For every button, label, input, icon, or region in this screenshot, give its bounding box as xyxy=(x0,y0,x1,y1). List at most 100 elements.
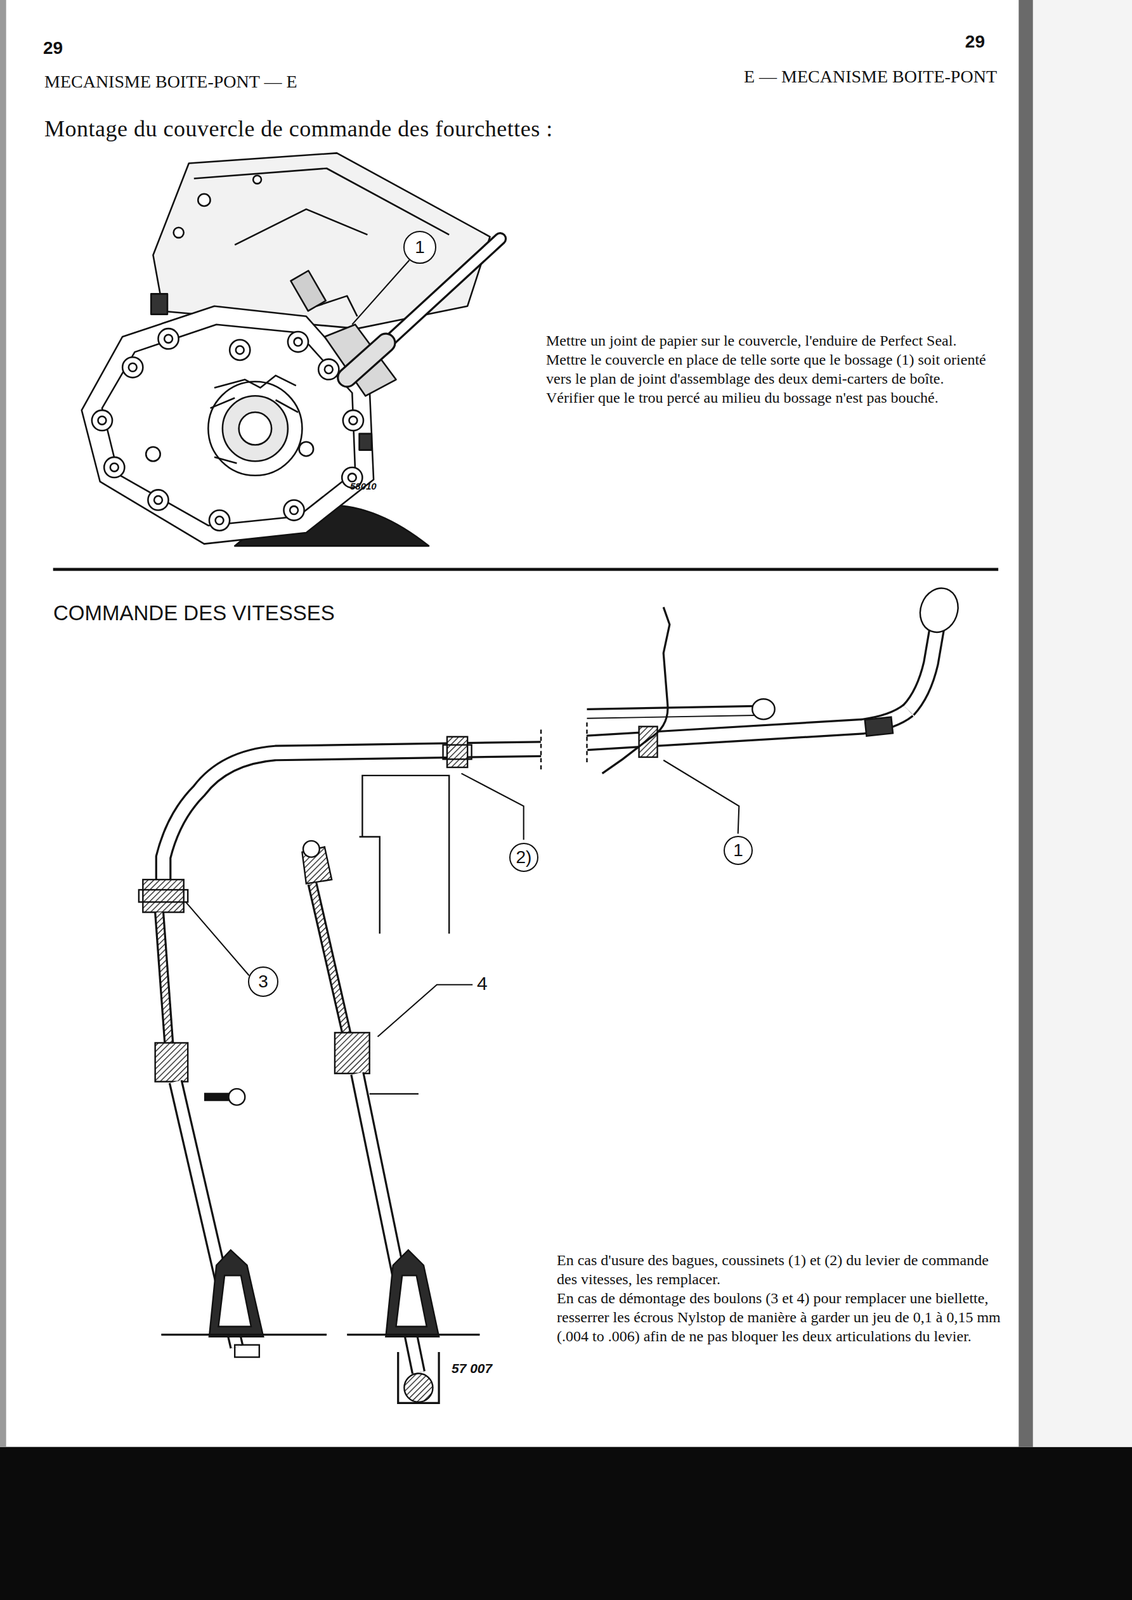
gearbox-drawing xyxy=(253,175,262,184)
callout-circle: 2) xyxy=(509,842,539,872)
gearbox-drawing xyxy=(215,516,224,525)
gearbox-drawing xyxy=(98,416,107,425)
gear-lever-tube xyxy=(908,627,938,711)
lever-parts xyxy=(312,883,348,1036)
shift-rod xyxy=(346,343,386,378)
lever-parts xyxy=(155,1042,189,1082)
shift-rod xyxy=(346,343,386,378)
callout-circle: 3 xyxy=(247,966,279,997)
lever-parts xyxy=(142,879,184,912)
callout-number: 2) xyxy=(516,848,533,867)
instruction-text: En cas de démontage des boulons (3 et 4)… xyxy=(556,1288,1009,1346)
running-header: MECANISME BOITE-PONT — E xyxy=(44,71,297,92)
gear-lever-tube xyxy=(586,710,909,743)
lever-parts xyxy=(752,698,775,720)
lever-parts xyxy=(234,1345,260,1358)
gear-lever-tube xyxy=(163,627,938,891)
scan-edge xyxy=(0,1447,1132,1600)
gearbox-drawing xyxy=(157,328,179,349)
section-heading: COMMANDE DES VITESSES xyxy=(53,601,335,626)
gearbox-drawing xyxy=(239,412,273,445)
lever-parts xyxy=(403,1373,433,1403)
gearbox-drawing xyxy=(348,416,358,425)
figure-number: 58010 xyxy=(350,480,377,492)
callout-number: 4 xyxy=(476,972,488,995)
lever-parts xyxy=(447,736,468,768)
lever-parts xyxy=(913,582,964,638)
lever-parts xyxy=(159,911,170,1051)
leader-line xyxy=(351,260,410,325)
gearbox-drawing xyxy=(299,442,314,457)
leader-line xyxy=(351,260,410,325)
lever-parts xyxy=(586,705,756,710)
lever-parts xyxy=(204,1092,230,1101)
gearbox-drawing xyxy=(287,331,309,352)
gearbox-drawing xyxy=(173,227,184,238)
leader-line xyxy=(663,760,739,834)
gearbox-drawing xyxy=(122,357,143,378)
lever-parts xyxy=(639,726,658,758)
lever-parts xyxy=(312,883,348,1036)
section-title: Montage du couvercle de commande des fou… xyxy=(44,115,553,143)
gearbox-drawing xyxy=(154,495,163,505)
lever-parts xyxy=(602,606,670,774)
gearbox-drawing xyxy=(128,363,137,372)
gearbox-drawing xyxy=(150,293,168,314)
gearbox-drawing xyxy=(294,338,303,347)
text-block: En cas d'usure des bagues, coussinets (1… xyxy=(556,1250,1009,1346)
gearbox-drawing xyxy=(348,473,357,482)
lever-parts xyxy=(396,1275,427,1327)
lever-parts xyxy=(540,722,587,771)
gearbox-drawing xyxy=(102,324,356,526)
instruction-text: En cas d'usure des bagues, coussinets (1… xyxy=(556,1250,1009,1289)
lever-parts xyxy=(865,717,893,737)
lever-parts xyxy=(138,889,188,902)
lever-parts xyxy=(209,1249,264,1337)
lever-parts xyxy=(334,1032,370,1074)
instruction-text: Mettre le couvercle en place de telle so… xyxy=(546,350,998,389)
gear-lever-tube xyxy=(163,748,542,890)
figure-number: 57 007 xyxy=(451,1360,493,1377)
instruction-text: Mettre un joint de papier sur le couverc… xyxy=(546,331,998,351)
lever-parts xyxy=(359,836,380,934)
lever-parts xyxy=(161,1333,327,1336)
gearbox-drawing xyxy=(164,334,173,344)
callout-circle: 1 xyxy=(403,230,437,264)
gearbox-drawing xyxy=(318,358,339,380)
gearbox-drawing xyxy=(235,345,245,354)
gearbox-drawing xyxy=(147,489,169,510)
text-block: Mettre un joint de papier sur le couverc… xyxy=(546,331,998,408)
gearbox-drawing xyxy=(234,209,368,245)
gearbox-drawing xyxy=(209,510,230,531)
callout-number: 1 xyxy=(733,841,744,860)
gearbox-drawing xyxy=(110,463,119,472)
gearbox-drawing xyxy=(283,499,304,521)
callout-circle: 1 xyxy=(723,835,753,866)
gearbox-drawing xyxy=(81,152,491,546)
leader-line xyxy=(185,760,739,1037)
lever-parts xyxy=(218,1275,252,1327)
scan-edge xyxy=(1018,0,1034,1448)
lever-parts xyxy=(398,1352,439,1403)
lever-parts xyxy=(228,1088,246,1106)
gearbox-drawing xyxy=(194,168,449,235)
gearbox-drawing xyxy=(289,506,299,515)
gearbox-drawing xyxy=(210,398,299,464)
lever-parts xyxy=(362,775,449,934)
scan-edge xyxy=(1033,0,1132,1448)
gearbox-drawing xyxy=(208,381,302,476)
leader-line xyxy=(377,984,474,1037)
lever-parts xyxy=(586,715,756,719)
lever-parts xyxy=(346,1333,480,1336)
lever-parts xyxy=(369,1093,419,1095)
scan-edge xyxy=(0,0,7,1448)
callout-number: 1 xyxy=(414,238,425,257)
gearbox-drawing xyxy=(197,194,210,207)
gearbox-drawing xyxy=(359,433,372,451)
gearbox-drawing xyxy=(324,365,333,374)
page-number: 29 xyxy=(965,31,985,53)
gear-lever-tube xyxy=(163,748,542,890)
